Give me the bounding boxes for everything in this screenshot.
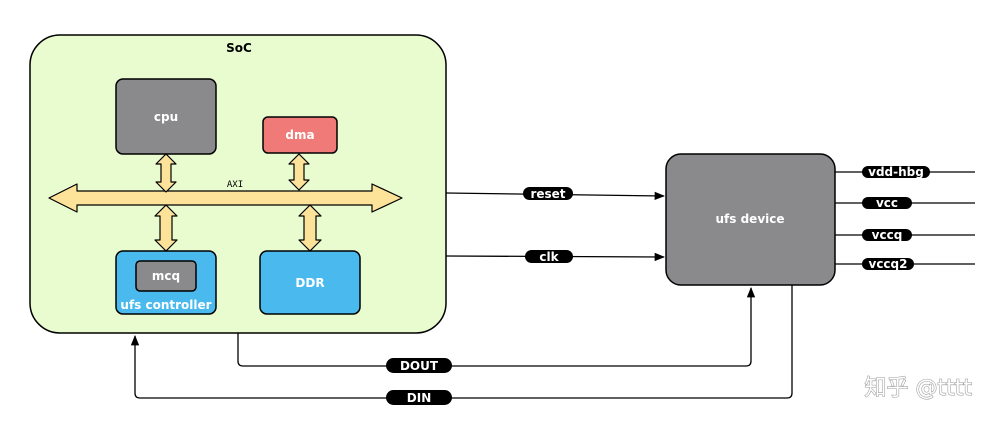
ddr-block (259, 250, 361, 315)
soc-title: SoC (226, 41, 252, 55)
mcq-block (135, 260, 197, 292)
din-pill (386, 390, 452, 405)
vccq-pill (862, 229, 912, 241)
vccq2-pill (862, 258, 914, 270)
dma-block (262, 116, 338, 154)
clk-pill (525, 250, 573, 263)
vcc-pill (862, 197, 912, 209)
mcq-label: mcq (152, 269, 180, 283)
ddr-label: DDR (295, 276, 324, 290)
vcc-label: vcc (876, 196, 898, 210)
ufs-controller-label: ufs controller (120, 298, 211, 312)
ufs-device-block (665, 153, 836, 286)
axi-bus-label: AXI (227, 180, 243, 190)
reset-pill-label: reset (530, 187, 565, 201)
vccq2-label: vccq2 (869, 257, 908, 271)
vdd-hbg-pill (862, 166, 930, 178)
vccq-label: vccq (872, 228, 903, 242)
ufs-device-label: ufs device (716, 212, 785, 226)
axi-bus-arrow (48, 183, 403, 213)
dout-pill-label: DOUT (400, 359, 439, 373)
reset-pill (523, 187, 573, 200)
dma-label: dma (285, 128, 314, 142)
din-line (130, 285, 793, 399)
cpu-block (115, 78, 217, 155)
dma-bus-connector (288, 153, 310, 191)
din-pill-label: DIN (407, 391, 431, 405)
clk-pill-label: clk (539, 250, 559, 264)
cpu-bus-connector (155, 153, 177, 193)
dout-line (237, 286, 756, 367)
dout-pill (386, 358, 452, 373)
cpu-label: cpu (154, 110, 178, 124)
vdd-hbg-label: vdd-hbg (868, 165, 924, 179)
watermark: 知乎 @tttt (865, 376, 973, 401)
